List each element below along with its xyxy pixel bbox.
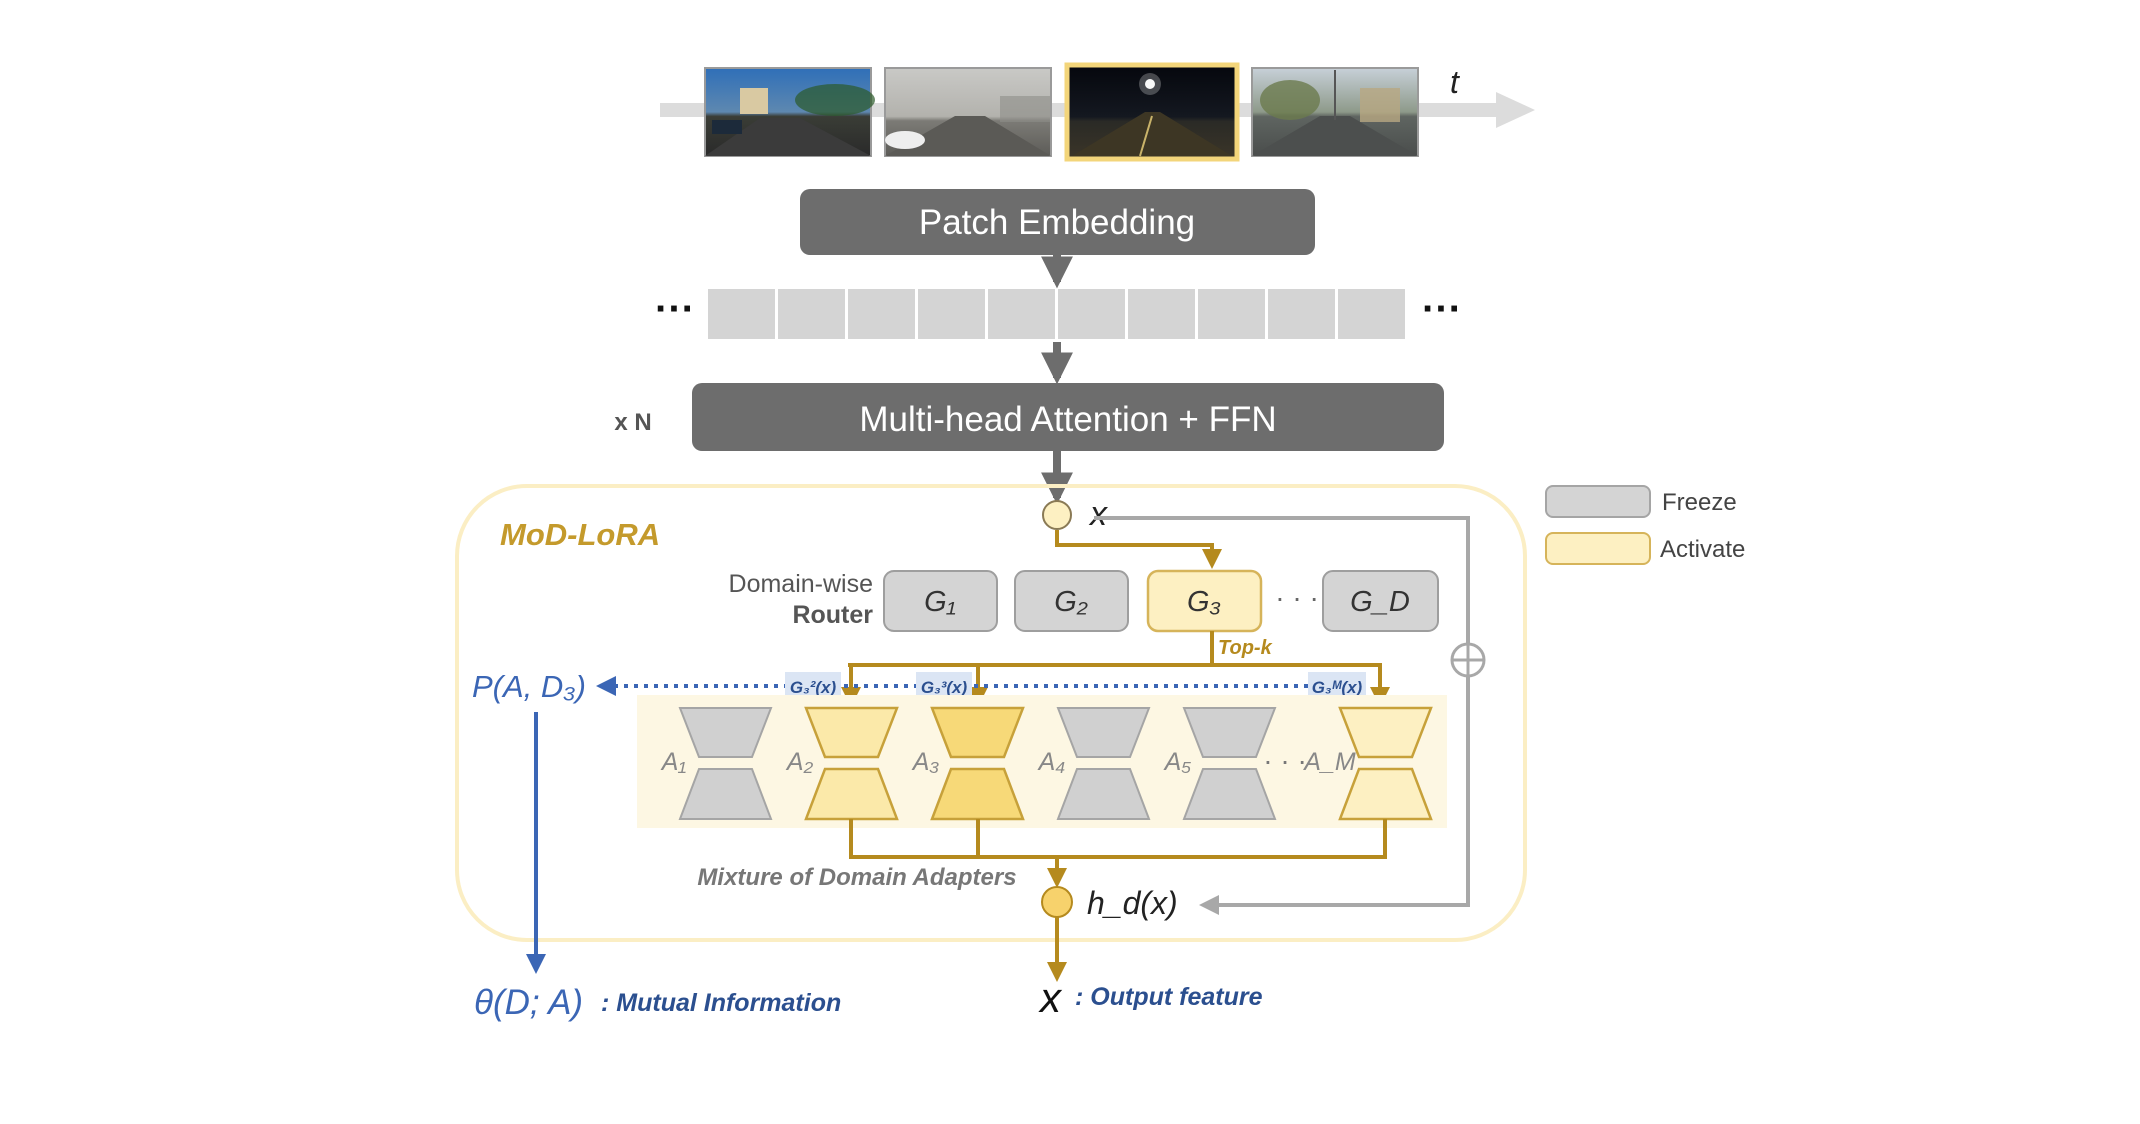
frame-day <box>704 67 875 157</box>
token-cell <box>708 289 775 339</box>
output-feature-caption: : Output feature <box>1075 983 1263 1011</box>
attention-label: Multi-head Attention + FFN <box>859 400 1276 439</box>
router-g1: G₁ <box>883 570 998 632</box>
token-cell <box>848 289 915 339</box>
router-g3-label: G₃ <box>1187 586 1221 618</box>
patch-embedding-block: Patch Embedding <box>800 189 1315 255</box>
token-cell <box>1268 289 1335 339</box>
adapter-a1-label: A₁ <box>660 748 687 776</box>
adapter-band <box>637 695 1447 828</box>
repeat-label: x N <box>614 409 651 436</box>
input-label: x <box>1088 495 1108 533</box>
adapter-a2: A₂ <box>785 706 899 821</box>
timeline: t <box>660 62 1535 162</box>
frame-night <box>1064 62 1240 162</box>
output-node-label: h_d(x) <box>1087 885 1178 921</box>
legend: Freeze Activate <box>1545 485 1745 565</box>
patch-embedding-label: Patch Embedding <box>919 203 1195 242</box>
time-arrow-head <box>1496 92 1535 128</box>
adapter-am-label: A_M <box>1302 748 1356 776</box>
theta-label: θ(D; A) <box>474 983 583 1022</box>
time-label: t <box>1450 64 1460 100</box>
legend-freeze-label: Freeze <box>1662 489 1737 516</box>
output-node <box>1041 886 1073 918</box>
gate-label-a3: G₃³(x) <box>921 678 968 697</box>
token-sequence <box>708 289 1405 339</box>
adapter-a5-label: A₅ <box>1163 748 1192 776</box>
gate-label-a2: G₃²(x) <box>790 678 837 697</box>
frame-fog <box>884 67 1052 157</box>
router-label-bottom: Router <box>792 601 873 629</box>
prob-label: P(A, D₃) <box>472 669 586 704</box>
token-cell <box>988 289 1055 339</box>
mixture-label: Mixture of Domain Adapters <box>697 864 1016 891</box>
adapter-a3-label: A₃ <box>911 748 940 776</box>
output-feature-symbol: x <box>1038 974 1063 1021</box>
token-cell <box>918 289 985 339</box>
theta-caption: : Mutual Information <box>601 989 841 1017</box>
token-cell <box>778 289 845 339</box>
tokens-ellipsis-left: ··· <box>655 287 695 331</box>
router-label-top: Domain-wise <box>729 570 873 598</box>
adapter-a3: A₃ <box>911 706 1025 821</box>
mod-lora-container <box>455 484 1527 942</box>
adapter-am: A_M <box>1302 706 1433 821</box>
adapter-dots: · · · <box>1263 745 1307 776</box>
router-dots: · · · <box>1275 582 1319 613</box>
topk-label: Top-k <box>1218 637 1273 659</box>
merge-lines <box>849 819 1387 859</box>
attention-block: Multi-head Attention + FFN <box>692 383 1444 451</box>
router-g2: G₂ <box>1014 570 1129 632</box>
token-cell <box>1198 289 1265 339</box>
tokens-ellipsis-right: ··· <box>1422 287 1462 331</box>
adapter-a4: A₄ <box>1037 707 1151 820</box>
token-cell <box>1338 289 1405 339</box>
router-gd-label: G_D <box>1350 586 1410 618</box>
adapter-a2-label: A₂ <box>785 748 814 776</box>
frame-rain <box>1251 67 1419 157</box>
router-g2-label: G₂ <box>1054 586 1088 618</box>
router-gd: G_D <box>1322 570 1439 632</box>
adapter-a1: A₁ <box>660 707 773 820</box>
legend-activate-label: Activate <box>1660 536 1745 563</box>
token-cell <box>1128 289 1195 339</box>
legend-freeze-swatch <box>1545 485 1651 518</box>
legend-activate-swatch <box>1545 532 1651 565</box>
gate-label-am: G₃ᴹ(x) <box>1312 678 1363 697</box>
adapter-a4-label: A₄ <box>1037 748 1066 776</box>
router-g3: G₃ <box>1146 569 1263 633</box>
input-node <box>1042 500 1072 530</box>
path-x-to-g3 <box>1055 530 1222 569</box>
router-g1-label: G₁ <box>924 586 956 618</box>
token-cell <box>1058 289 1125 339</box>
mod-lora-title: MoD-LoRA <box>500 517 660 552</box>
adapter-a5: A₅ <box>1163 707 1277 820</box>
residual-path <box>1094 516 1470 915</box>
